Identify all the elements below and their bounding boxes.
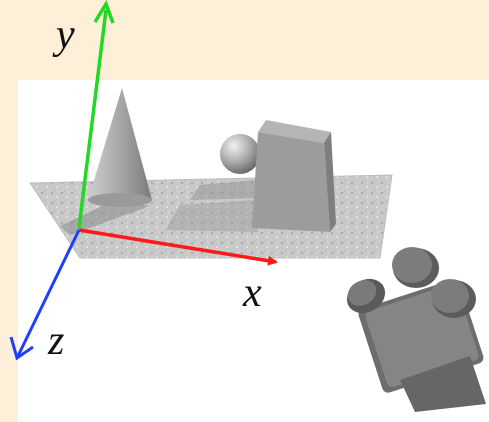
z-axis-label: z bbox=[47, 318, 64, 364]
x-axis-label: x bbox=[242, 270, 262, 316]
box bbox=[252, 120, 336, 232]
sphere bbox=[220, 134, 260, 174]
y-axis-label: y bbox=[52, 12, 75, 58]
